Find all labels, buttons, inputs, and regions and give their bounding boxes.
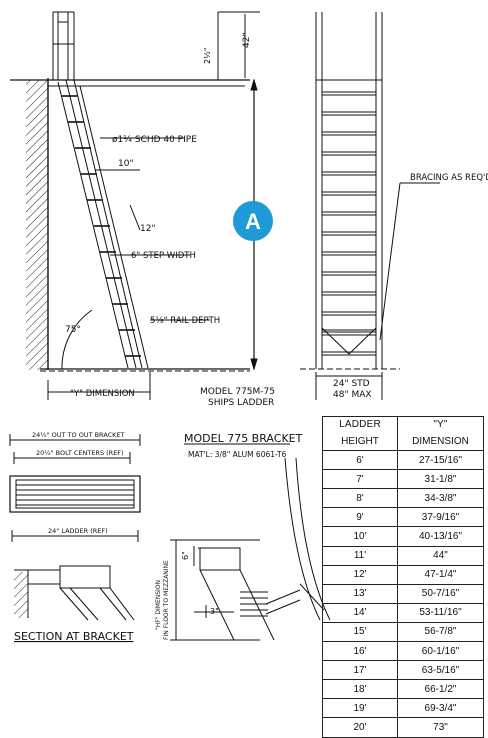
ladder-height-cell: 20' (322, 717, 398, 738)
side-elevation (10, 11, 260, 400)
ladder-height-cell: 15' (322, 621, 398, 643)
table-row: 19'69-3/4" (322, 698, 484, 719)
header-y: "Y" (397, 416, 484, 432)
table-row: 15'56-7/8" (322, 621, 484, 643)
std-width-label: 24" STD (333, 379, 370, 389)
table-header-row: LADDER "Y" (322, 416, 484, 432)
ladder-height-cell: 18' (322, 679, 398, 700)
table-row: 10'40-13/16" (322, 526, 484, 547)
ladder-height-cell: 13' (322, 583, 398, 604)
hf-floor-label: FIN FLOOR TO MEZZANINE (163, 560, 170, 640)
ladder-height-cell: 8' (322, 488, 398, 509)
upper-wall (26, 80, 48, 370)
y-dimension-cell: 40-13/16" (397, 526, 484, 547)
ladder-height-cell: 14' (322, 602, 398, 623)
table-row: 11'44" (322, 545, 484, 566)
bolt-centers-label: 20¼" BOLT CENTERS (REF) (36, 449, 124, 457)
table-row: 14'53-11/16" (322, 602, 484, 623)
y-dimension-cell: 37-9/16" (397, 507, 484, 528)
max-width-label: 48" MAX (333, 390, 372, 400)
header-ladder: LADDER (322, 416, 398, 432)
table-row: 6'27-15/16" (322, 450, 484, 471)
dim-6-label: 6" (181, 551, 190, 560)
front-rungs (322, 91, 376, 356)
y-dimension-cell: 63-5/16" (397, 660, 484, 681)
ladder-height-cell: 16' (322, 641, 398, 662)
y-dimension-cell: 31-1/8" (397, 469, 484, 490)
ladder-steps (62, 95, 141, 357)
table-row: 16'60-1/16" (322, 641, 484, 662)
table-row: 13'50-7/16" (322, 583, 484, 604)
section-title: SECTION AT BRACKET (14, 630, 134, 643)
table-row: 8'34-3/8" (322, 488, 484, 509)
table-row: 18'66-1/2" (322, 679, 484, 700)
model-subtitle: SHIPS LADDER (208, 398, 274, 408)
ships-ladder-drawing: 42" 2½" ø1¼ SCHD 40 PIPE 10" 12" 6" STEP… (9, 11, 488, 643)
y-dimension-cell: 50-7/16" (397, 583, 484, 604)
ladder-height-cell: 12' (322, 564, 398, 585)
hf-dimension-label: "HF" DIMENSION (155, 580, 162, 630)
rail-depth-label: 5⅛" RAIL DEPTH (150, 316, 220, 326)
bracket-title: MODEL 775 BRACKET (184, 432, 303, 445)
y-dimension-label: "Y" DIMENSION (70, 389, 135, 399)
model-775-bracket (170, 443, 331, 641)
y-dimension-cell: 53-11/16" (397, 602, 484, 623)
header-dimension: DIMENSION (397, 432, 484, 452)
out-to-out-label: 24½" OUT TO OUT BRACKET (32, 431, 125, 439)
table-row: 20'73" (322, 717, 484, 738)
dim-2half-label: 2½" (203, 47, 212, 64)
y-dimension-cell: 69-3/4" (397, 698, 484, 719)
bracket-steps (240, 591, 268, 617)
y-dimension-cell: 27-15/16" (397, 450, 484, 471)
ladder-height-table: LADDER "Y" HEIGHT DIMENSION 6'27-15/16"7… (322, 416, 484, 738)
dim-42-label: 42" (242, 32, 252, 48)
ladder-height-cell: 17' (322, 660, 398, 681)
handrail (57, 81, 129, 369)
labels: 42" 2½" ø1¼ SCHD 40 PIPE 10" 12" 6" STEP… (14, 32, 488, 643)
ladder-height-cell: 10' (322, 526, 398, 547)
dim-10-label: 10" (118, 159, 134, 169)
ladder-height-cell: 6' (322, 450, 398, 471)
y-dimension-cell: 73" (397, 717, 484, 738)
dim-3-label: 3" (210, 607, 219, 616)
table-body: 6'27-15/16"7'31-1/8"8'34-3/8"9'37-9/16"1… (322, 450, 484, 738)
y-dimension-cell: 34-3/8" (397, 488, 484, 509)
table-row: 12'47-1/4" (322, 564, 484, 585)
badge-letter: A (245, 209, 261, 234)
table-row: 17'63-5/16" (322, 660, 484, 681)
y-dimension-cell: 56-7/8" (397, 621, 484, 643)
step-width-label: 6" STEP WIDTH (131, 251, 196, 261)
y-dimension-cell: 44" (397, 545, 484, 566)
table-row: 7'31-1/8" (322, 469, 484, 490)
header-height: HEIGHT (322, 432, 398, 452)
y-dimension-cell: 47-1/4" (397, 564, 484, 585)
ladder-height-cell: 19' (322, 698, 398, 719)
tread-grooves (16, 484, 134, 506)
dim-12-label: 12" (140, 224, 156, 234)
ladder-height-cell: 11' (322, 545, 398, 566)
front-elevation (300, 12, 440, 400)
table-row: 9'37-9/16" (322, 507, 484, 528)
y-dimension-cell: 66-1/2" (397, 679, 484, 700)
bracket-material: MAT'L: 3/8" ALUM 6061-T6 (188, 450, 287, 459)
table-header-row-2: HEIGHT DIMENSION (322, 432, 484, 452)
section-at-bracket (9, 434, 141, 621)
bracing-label: BRACING AS REQ'D (410, 173, 488, 183)
angle-75-label: 75° (65, 325, 81, 335)
model-title: MODEL 775M-75 (200, 387, 275, 397)
y-dimension-cell: 60-1/16" (397, 641, 484, 662)
ladder-height-cell: 7' (322, 469, 398, 490)
pipe-label: ø1¼ SCHD 40 PIPE (112, 135, 197, 145)
ladder-ref-label: 24" LADDER (REF) (48, 527, 108, 535)
badge-a: A (233, 201, 273, 241)
ladder-height-cell: 9' (322, 507, 398, 528)
